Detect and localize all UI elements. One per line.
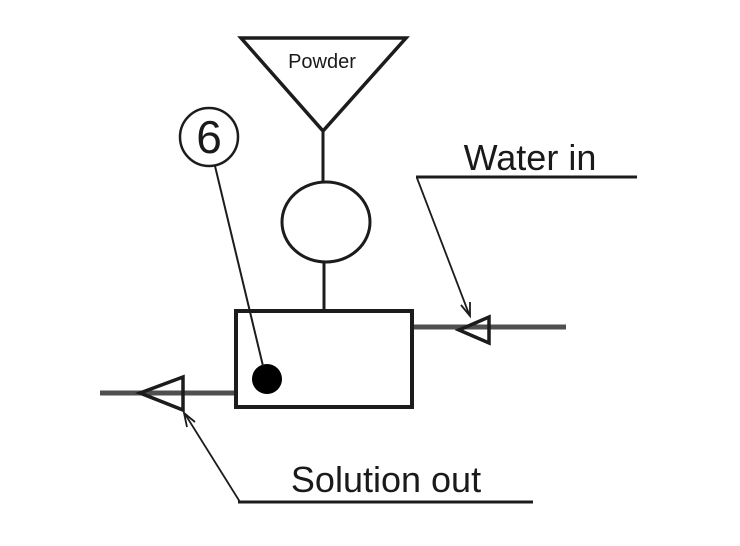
water-in-label: Water in [464,137,597,178]
tag-balloon-circle [178,106,240,168]
solution-out-label: Solution out [291,459,481,500]
water-label-leader-arrowhead [460,302,471,319]
solution-label-leader-line [184,413,241,503]
solution-label-leader-arrowhead [182,410,196,428]
tag-number-label: 6 [196,111,222,163]
tag-leader-line [214,165,264,367]
water-label-leader-line [416,177,470,315]
solution-outlet-arrowhead [135,374,185,413]
water-inlet-arrowhead [454,314,491,346]
powder-label: Powder [288,51,356,73]
mixing-tank [234,309,414,409]
labels-group: Powder 6 Water in Solution out [196,51,596,500]
powder-hopper-funnel [237,36,410,134]
tank-component-dot [252,364,282,394]
feeder-valve-circle [280,180,372,264]
ink-group [135,36,637,504]
